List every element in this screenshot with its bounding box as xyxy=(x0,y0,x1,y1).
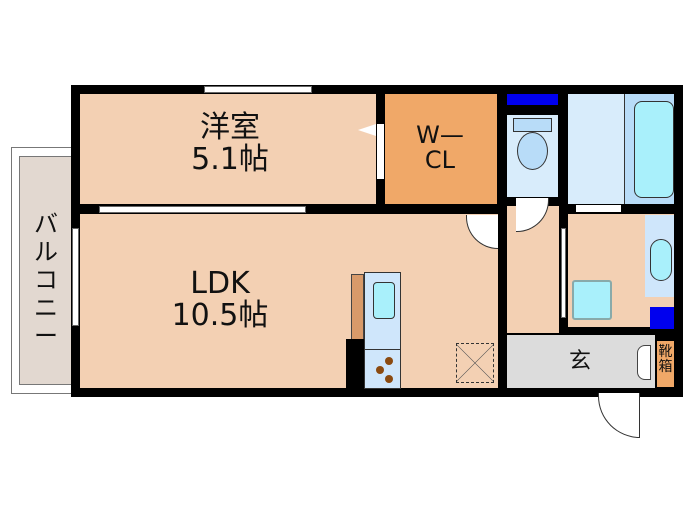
shoe-box xyxy=(657,341,674,387)
door-arrow-icon xyxy=(358,124,376,136)
fridge-space xyxy=(346,339,364,389)
front-door-icon[interactable] xyxy=(598,393,640,438)
room-wcl xyxy=(385,94,497,204)
balcony xyxy=(19,156,72,385)
bathtub-icon xyxy=(634,101,674,198)
washbasin-icon xyxy=(650,239,672,281)
room-ldk-label: LDK 10.5帖 xyxy=(171,266,269,333)
kitchen-counter-wood xyxy=(351,274,364,341)
room-western xyxy=(80,94,376,204)
storage-blue xyxy=(650,307,674,329)
bathroom-door[interactable] xyxy=(576,205,621,212)
burner-icon xyxy=(385,375,393,383)
shoe-box-label: 靴 箱 xyxy=(658,344,673,375)
sliding-door-western-ldk[interactable] xyxy=(99,206,306,213)
balcony-window[interactable] xyxy=(72,228,79,326)
toilet-bowl-icon xyxy=(517,132,548,170)
stove-divider xyxy=(364,349,401,350)
washing-machine-icon xyxy=(572,280,612,320)
window-western[interactable] xyxy=(204,86,312,93)
burner-icon xyxy=(385,357,393,365)
washroom-door[interactable] xyxy=(561,228,566,318)
sink-icon xyxy=(373,282,395,319)
burner-icon xyxy=(376,366,384,374)
closet-door[interactable] xyxy=(377,124,384,179)
entrance-label: 玄 xyxy=(568,349,591,374)
shoe-box-door[interactable] xyxy=(637,345,651,380)
toilet-tank xyxy=(513,118,552,132)
floor-storage-icon xyxy=(456,343,494,383)
balcony-label: バ ル コ ニ ー xyxy=(34,210,58,350)
room-wcl-label: W— CL xyxy=(416,121,464,175)
room-ldk xyxy=(80,214,498,388)
entrance xyxy=(507,335,655,388)
toilet-shelf xyxy=(507,94,558,105)
room-western-label: 洋室 5.1帖 xyxy=(191,110,269,177)
